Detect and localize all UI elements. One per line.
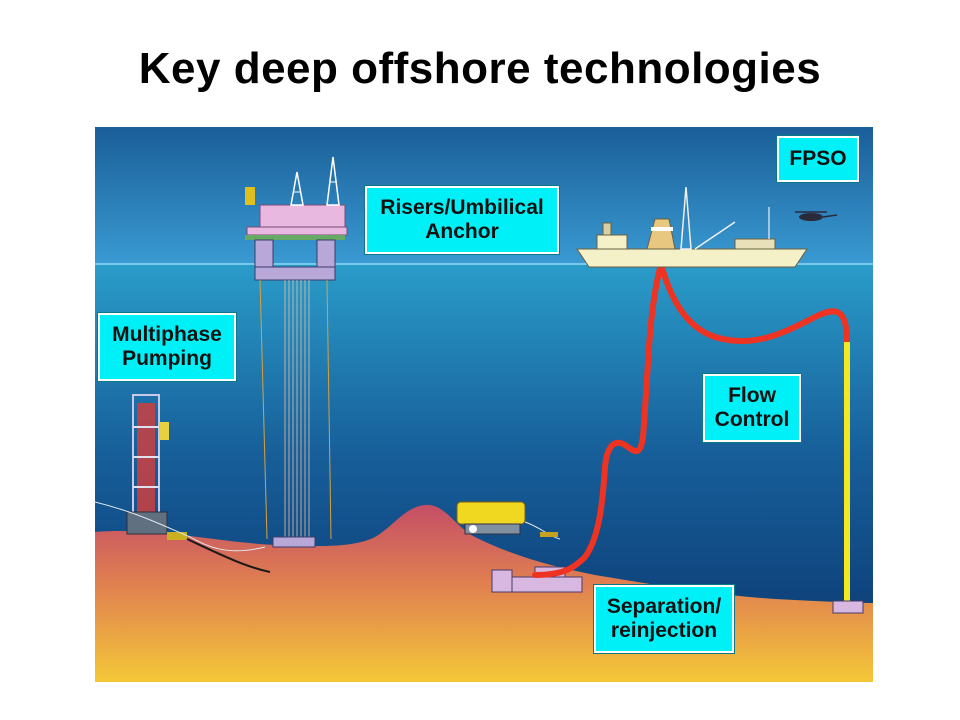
- label-separation-line1: Separation/: [606, 595, 722, 618]
- rov-vehicle: [456, 501, 561, 540]
- label-separation-reinjection: Separation/ reinjection: [594, 585, 734, 653]
- fpso-vessel: [576, 186, 838, 268]
- label-risers-line1: Risers/Umbilical: [380, 196, 544, 219]
- label-flow-control: Flow Control: [703, 374, 801, 442]
- riser-base: [832, 600, 864, 614]
- slide-title: Key deep offshore technologies: [138, 44, 822, 93]
- multiphase-pumping-module: [94, 394, 271, 573]
- label-flow-line2: Control: [714, 408, 790, 431]
- label-risers-line2: Anchor: [425, 220, 499, 243]
- tension-leg-platform: [245, 156, 348, 548]
- catenary-riser: [658, 261, 850, 345]
- label-separation-line2: reinjection: [610, 619, 718, 642]
- offshore-scene: FPSO Risers/Umbilical Anchor Multiphase …: [94, 127, 873, 682]
- flowline-riser: [532, 261, 664, 578]
- label-fpso-text: FPSO: [789, 147, 847, 170]
- label-risers-umbilical-anchor: Risers/Umbilical Anchor: [365, 186, 559, 254]
- label-multiphase-pumping: Multiphase Pumping: [98, 313, 236, 381]
- label-multiphase-line2: Pumping: [122, 347, 212, 370]
- label-fpso: FPSO: [777, 136, 859, 182]
- label-flow-line1: Flow: [728, 384, 776, 407]
- label-multiphase-line1: Multiphase: [112, 323, 222, 346]
